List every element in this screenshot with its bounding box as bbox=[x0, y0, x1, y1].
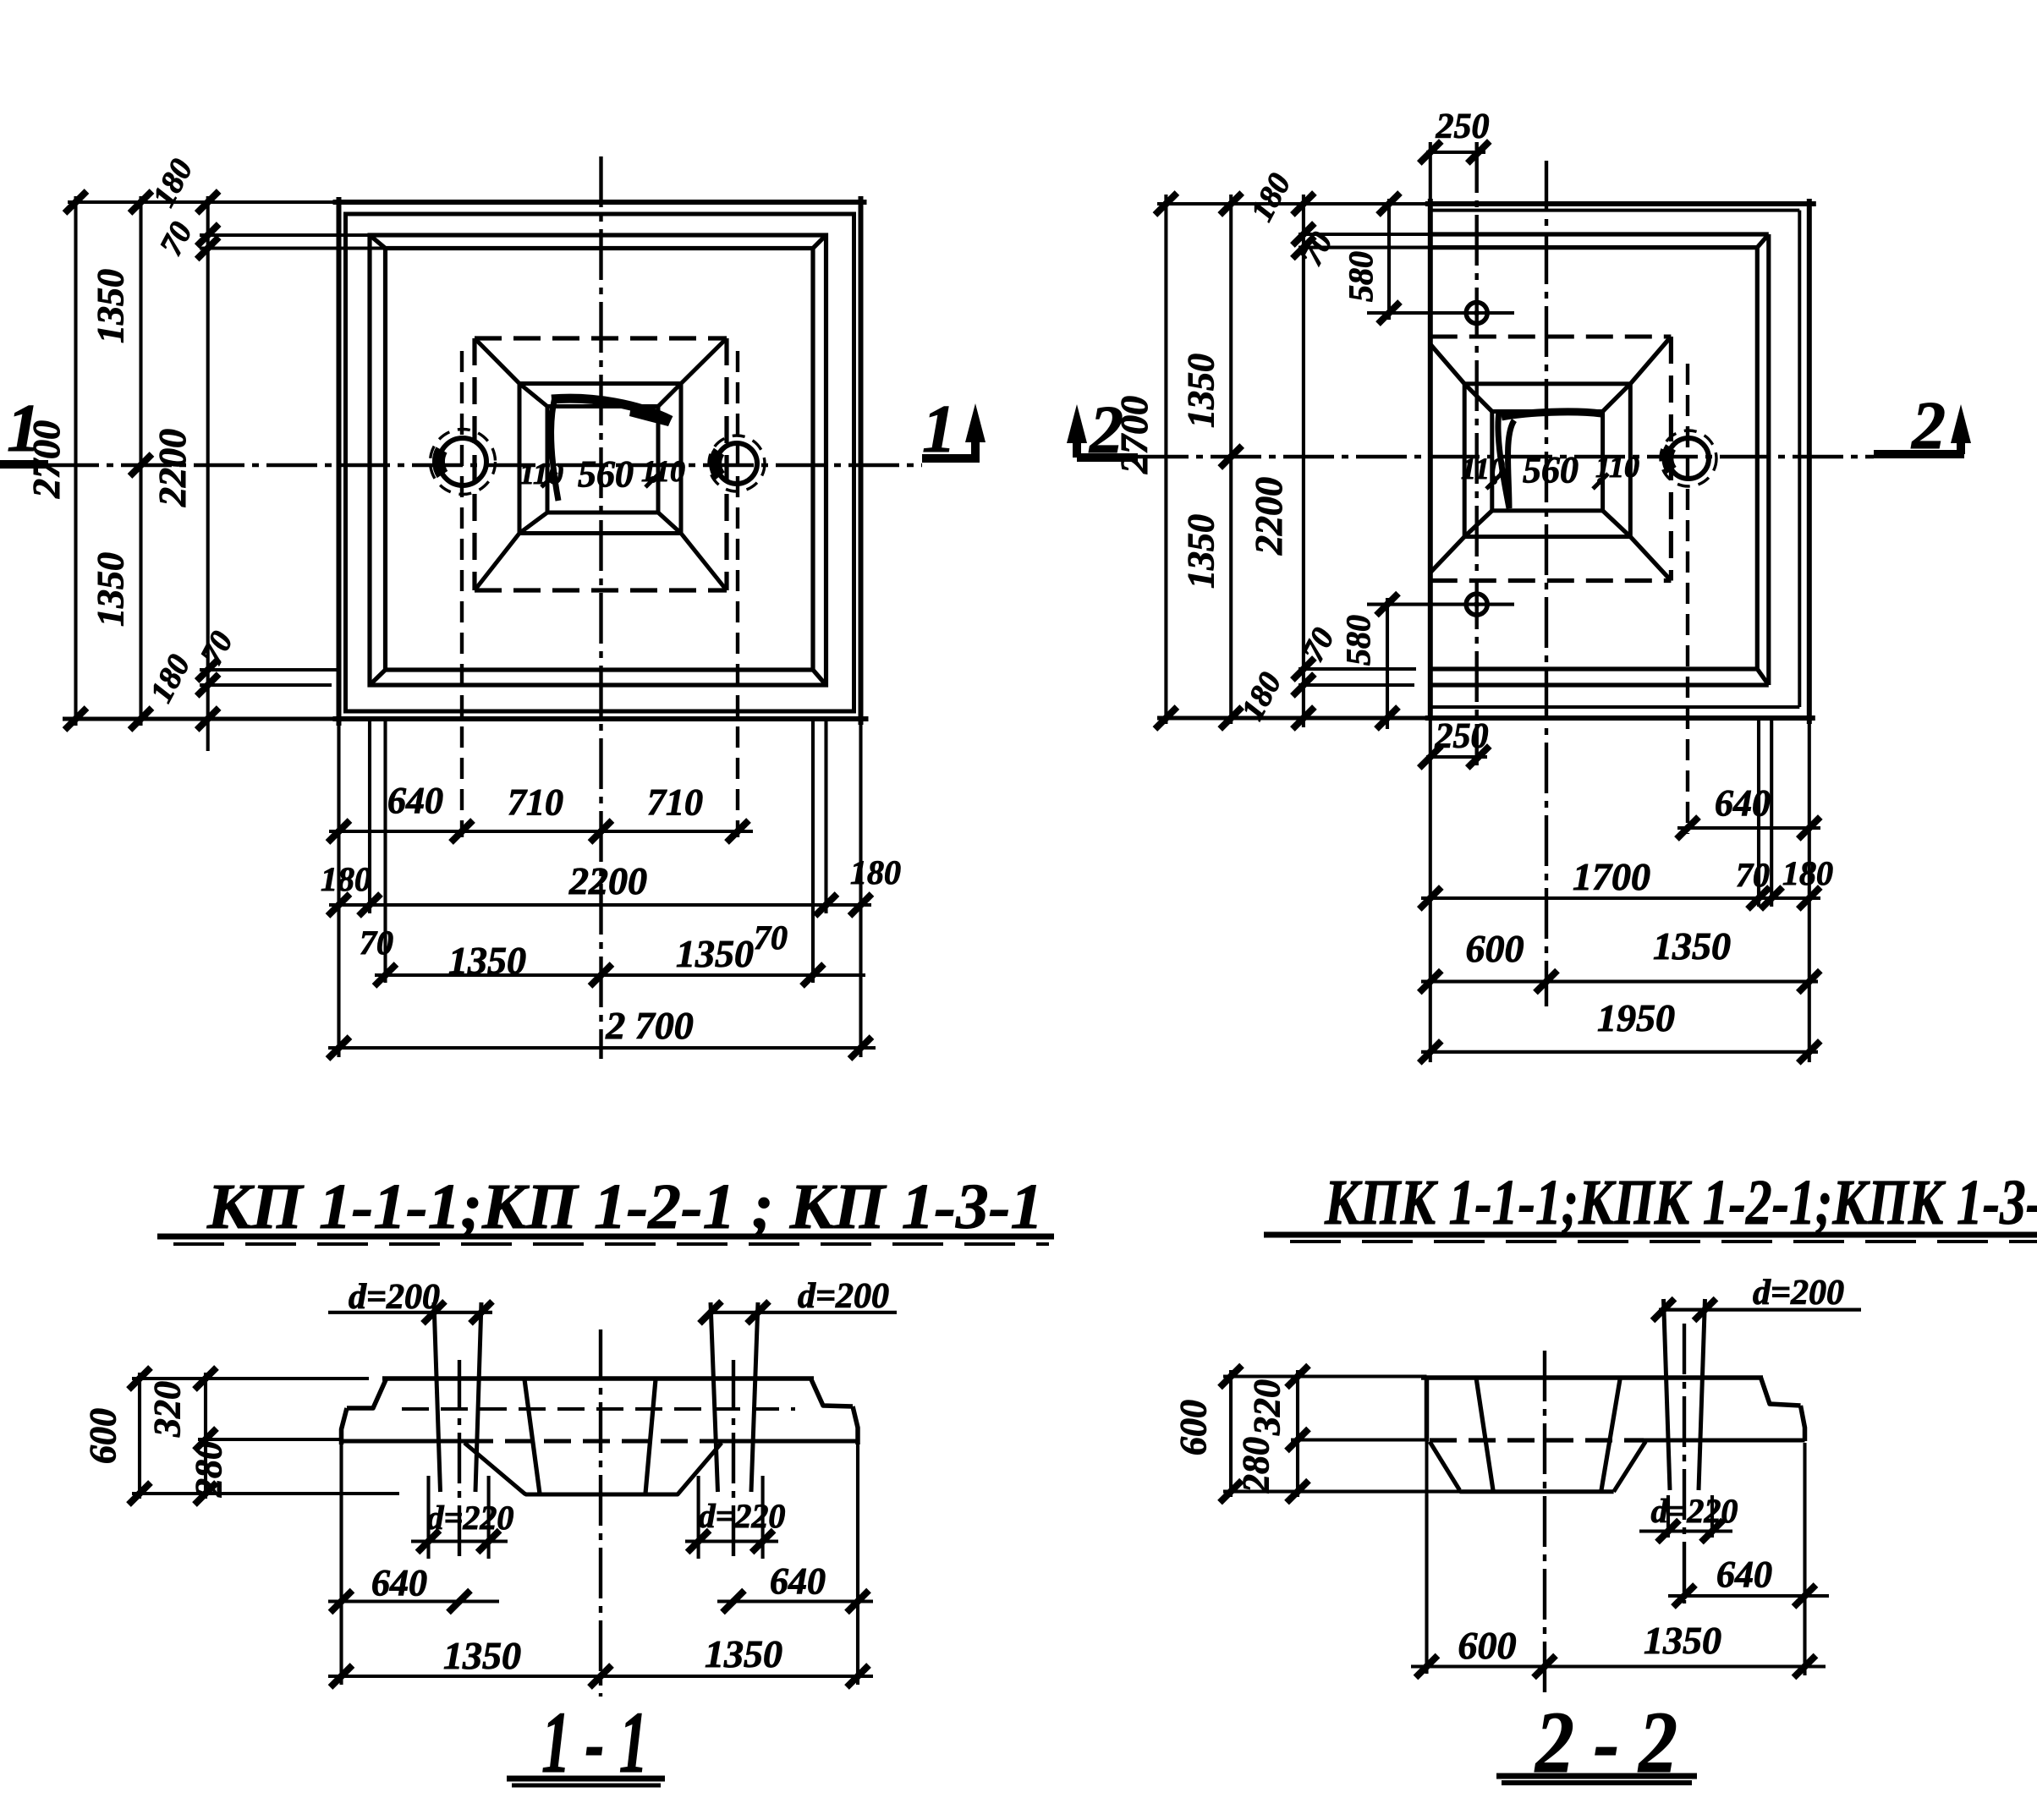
svg-text:1950: 1950 bbox=[1597, 996, 1675, 1039]
svg-text:70: 70 bbox=[754, 918, 788, 957]
svg-text:1350: 1350 bbox=[1180, 514, 1222, 589]
svg-text:710: 710 bbox=[508, 781, 563, 823]
svg-text:600: 600 bbox=[1458, 1624, 1517, 1667]
svg-text:d=220: d=220 bbox=[427, 1499, 514, 1537]
svg-text:1350: 1350 bbox=[90, 552, 131, 627]
svg-text:2200: 2200 bbox=[151, 429, 194, 507]
svg-text:КП 1-1-1;КП 1-2-1 ; КП 1-3-1: КП 1-1-1;КП 1-2-1 ; КП 1-3-1 bbox=[206, 1171, 1043, 1242]
svg-text:2200: 2200 bbox=[568, 859, 647, 902]
svg-text:1: 1 bbox=[922, 392, 956, 467]
svg-text:2: 2 bbox=[1911, 389, 1946, 463]
svg-text:2 700: 2 700 bbox=[605, 1004, 694, 1047]
svg-text:560: 560 bbox=[578, 453, 634, 495]
svg-text:180: 180 bbox=[321, 860, 371, 898]
svg-text:180: 180 bbox=[850, 853, 901, 891]
svg-text:640: 640 bbox=[371, 1562, 427, 1603]
svg-text:710: 710 bbox=[647, 781, 703, 823]
svg-text:1350: 1350 bbox=[448, 939, 526, 982]
svg-text:d=220: d=220 bbox=[699, 1497, 786, 1535]
svg-text:1350: 1350 bbox=[705, 1632, 782, 1675]
svg-text:1350: 1350 bbox=[443, 1634, 521, 1677]
svg-text:2200: 2200 bbox=[1247, 477, 1290, 556]
svg-text:d=200: d=200 bbox=[1753, 1274, 1844, 1313]
svg-text:1350: 1350 bbox=[1180, 354, 1222, 428]
svg-text:1350: 1350 bbox=[1653, 924, 1731, 968]
svg-text:1: 1 bbox=[7, 392, 41, 466]
svg-text:580: 580 bbox=[1339, 615, 1377, 666]
svg-text:600: 600 bbox=[1466, 927, 1524, 970]
svg-text:320: 320 bbox=[1246, 1379, 1288, 1436]
svg-text:600: 600 bbox=[1172, 1400, 1214, 1455]
svg-text:250: 250 bbox=[1435, 717, 1489, 756]
svg-text:280: 280 bbox=[188, 1441, 229, 1498]
svg-text:2700: 2700 bbox=[25, 420, 68, 499]
svg-text:2700: 2700 bbox=[1112, 396, 1156, 474]
svg-text:600: 600 bbox=[82, 1408, 124, 1464]
svg-text:1350: 1350 bbox=[1644, 1619, 1721, 1662]
svg-text:1350: 1350 bbox=[676, 932, 754, 975]
svg-text:320: 320 bbox=[146, 1381, 188, 1438]
svg-text:d=220: d=220 bbox=[1651, 1492, 1738, 1530]
svg-text:d=200: d=200 bbox=[798, 1277, 889, 1316]
svg-text:1350: 1350 bbox=[90, 269, 131, 343]
svg-text:280: 280 bbox=[1235, 1437, 1277, 1494]
svg-text:70: 70 bbox=[360, 924, 393, 962]
svg-text:640: 640 bbox=[1715, 782, 1771, 824]
svg-text:640: 640 bbox=[1716, 1554, 1772, 1595]
svg-text:1 - 1: 1 - 1 bbox=[541, 1694, 648, 1791]
svg-text:640: 640 bbox=[770, 1560, 826, 1602]
svg-text:1700: 1700 bbox=[1573, 855, 1650, 898]
svg-text:640: 640 bbox=[387, 780, 443, 821]
svg-text:180: 180 bbox=[1782, 854, 1833, 892]
svg-text:250: 250 bbox=[1436, 107, 1490, 146]
svg-text:2: 2 bbox=[1089, 393, 1123, 468]
svg-text:d=200: d=200 bbox=[349, 1278, 440, 1317]
svg-text:580: 580 bbox=[1342, 251, 1380, 302]
svg-text:КПК 1-1-1;КПК 1-2-1;КПК 1-3-1: КПК 1-1-1;КПК 1-2-1;КПК 1-3-1 bbox=[1324, 1167, 2037, 1238]
svg-text:70: 70 bbox=[1736, 856, 1770, 894]
